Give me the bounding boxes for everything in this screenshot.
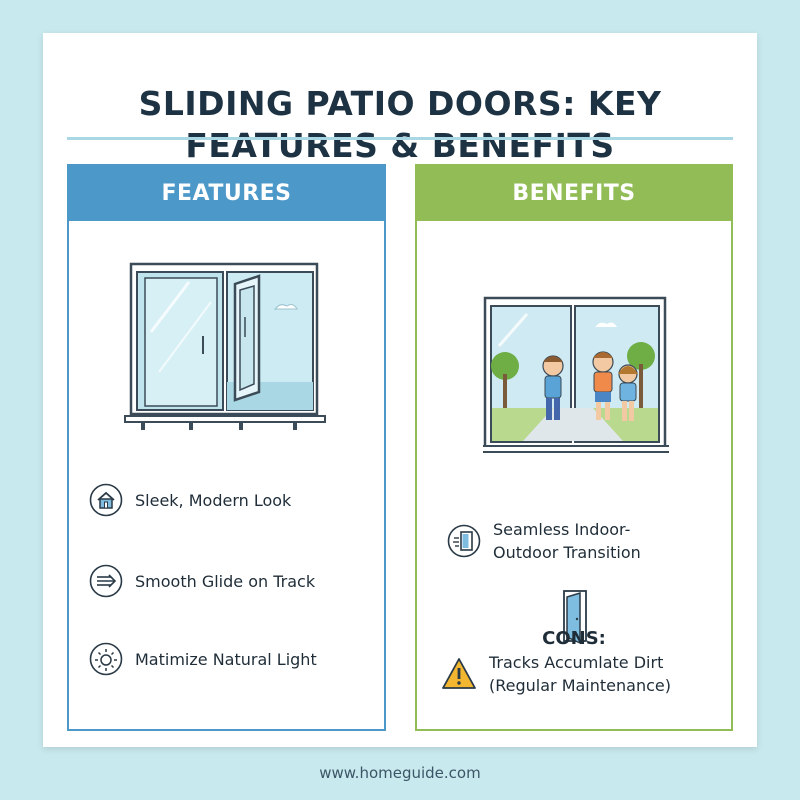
feature-label: Smooth Glide on Track: [135, 571, 316, 591]
house-icon: [89, 483, 123, 517]
cons-item: Tracks Accumlate Dirt (Regular Maintenan…: [441, 651, 671, 697]
benefit-label: Seamless Indoor- Outdoor Transition: [493, 518, 641, 564]
cons-label-line-2: (Regular Maintenance): [489, 676, 671, 695]
cons-label-line-1: Tracks Accumlate Dirt: [489, 653, 664, 672]
benefits-panel: BENEFITS: [415, 164, 733, 731]
feature-item: Smooth Glide on Track: [89, 564, 315, 598]
benefits-heading: BENEFITS: [417, 166, 731, 221]
title-divider: [67, 137, 733, 140]
arrows-right-icon: [89, 564, 123, 598]
feature-item: Sleek, Modern Look: [89, 483, 291, 517]
feature-label: Sleek, Modern Look: [135, 490, 292, 510]
feature-label: Matimize Natural Light: [135, 649, 317, 669]
footer-url: www.homeguide.com: [319, 764, 481, 782]
benefit-label-line-1: Seamless Indoor-: [493, 520, 631, 539]
warning-icon: [442, 658, 476, 689]
sun-icon: [89, 642, 123, 676]
cons-heading: CONS:: [542, 628, 606, 649]
benefit-item: Seamless Indoor- Outdoor Transition: [447, 518, 641, 564]
sliding-door-illustration: [124, 262, 326, 430]
title-line-1: SLIDING PATIO DOORS: KEY: [138, 84, 662, 123]
features-heading: FEATURES: [69, 166, 384, 221]
benefit-label-line-2: Outdoor Transition: [493, 543, 641, 562]
family-at-door-illustration: [483, 296, 669, 453]
door-exit-icon: [447, 524, 481, 558]
open-door-icon: [563, 590, 587, 645]
page-title: SLIDING PATIO DOORS: KEY FEATURES & BENE…: [43, 83, 757, 167]
title-line-2: FEATURES & BENEFITS: [185, 126, 615, 165]
features-panel: FEATURES: [67, 164, 386, 731]
cons-label: Tracks Accumlate Dirt (Regular Maintenan…: [489, 651, 671, 697]
infographic-card: SLIDING PATIO DOORS: KEY FEATURES & BENE…: [43, 33, 757, 747]
feature-item: Matimize Natural Light: [89, 642, 317, 676]
